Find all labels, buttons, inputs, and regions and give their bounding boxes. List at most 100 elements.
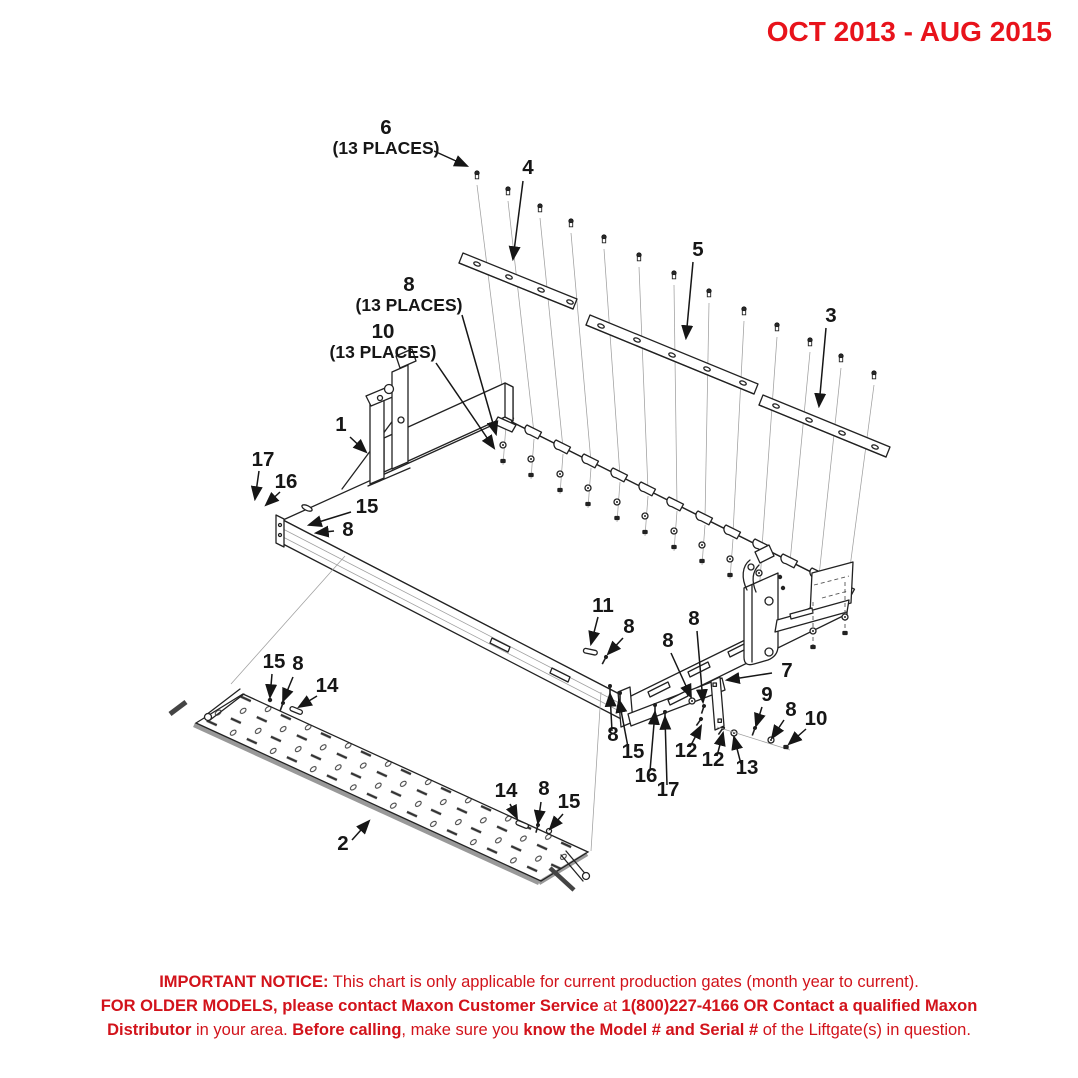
front-hardware xyxy=(582,647,791,751)
notice-line-3-text-2: , make sure you xyxy=(401,1021,524,1039)
callout-4: 4 xyxy=(508,156,534,262)
callout-11: 11 xyxy=(588,594,614,647)
svg-text:15: 15 xyxy=(356,495,379,518)
svg-text:4: 4 xyxy=(522,156,534,179)
screw-leader-lines xyxy=(476,184,875,591)
callout-17b: 17 xyxy=(657,714,680,801)
callout-12a: 12 xyxy=(675,724,703,762)
callout-13: 13 xyxy=(731,734,759,779)
svg-text:1: 1 xyxy=(335,413,346,436)
callout-8a: 8 xyxy=(313,518,354,541)
notice-line-2: FOR OLDER MODELS, please contact Maxon C… xyxy=(79,994,999,1018)
callout-16a: 16 xyxy=(264,470,298,507)
svg-text:14: 14 xyxy=(316,674,339,697)
svg-text:8: 8 xyxy=(785,698,796,721)
svg-text:9: 9 xyxy=(761,683,772,706)
callout-8g: 8 xyxy=(282,652,304,704)
callout-1: 1 xyxy=(335,413,368,454)
edge-fastener-stacks xyxy=(499,424,786,594)
svg-text:14: 14 xyxy=(495,779,518,802)
plate-connection-leaders xyxy=(230,555,602,852)
svg-text:16: 16 xyxy=(275,470,298,493)
mounting-strip-4 xyxy=(458,252,578,310)
notice-line-1-text: This chart is only applicable for curren… xyxy=(328,973,919,991)
notice-line-1: IMPORTANT NOTICE: This chart is only app… xyxy=(79,970,999,994)
svg-text:2: 2 xyxy=(337,832,348,855)
mounting-strip-5 xyxy=(585,314,759,395)
callout-8b: 8 xyxy=(606,615,635,656)
callout-15d: 15 xyxy=(548,790,581,831)
date-range-text: OCT 2013 - AUG 2015 xyxy=(766,16,1052,47)
notice-line-2-text-1: at xyxy=(598,997,622,1015)
callout-14a: 14 xyxy=(297,674,339,709)
svg-text:8: 8 xyxy=(688,607,699,630)
left-bracket-item-1 xyxy=(341,348,417,490)
callout-15b: 15 xyxy=(615,697,645,763)
svg-text:10: 10 xyxy=(805,707,828,730)
callout-2: 2 xyxy=(337,819,371,855)
callout-14b: 14 xyxy=(495,779,519,821)
svg-text:8: 8 xyxy=(292,652,303,675)
callout-10b: 10 xyxy=(787,707,828,746)
plate-hardware xyxy=(267,697,553,835)
callout-8f: 8 xyxy=(604,691,619,746)
callout-12b: 12 xyxy=(702,730,726,771)
callout-17a: 17 xyxy=(250,448,275,502)
callout-16b: 16 xyxy=(635,709,660,787)
tread-plate-item-2 xyxy=(168,688,591,892)
callout-6: 6(13 PLACES) xyxy=(333,116,470,167)
callout-9: 9 xyxy=(754,683,773,729)
notice-line-3-bold-1: Distributor xyxy=(107,1021,192,1039)
important-notice: IMPORTANT NOTICE: This chart is only app… xyxy=(79,970,999,1042)
svg-text:8: 8 xyxy=(662,629,673,652)
notice-line-3: Distributor in your area. Before calling… xyxy=(79,1018,999,1042)
callout-15c: 15 xyxy=(263,650,286,700)
callout-3: 3 xyxy=(814,304,837,409)
callout-8c: 8 xyxy=(662,629,692,700)
svg-text:15: 15 xyxy=(263,650,286,673)
svg-text:15: 15 xyxy=(558,790,581,813)
callout-8e: 8 xyxy=(770,698,797,740)
svg-text:13: 13 xyxy=(736,756,759,779)
mounting-strip-3 xyxy=(758,394,891,458)
svg-text:16: 16 xyxy=(635,764,658,787)
svg-text:11: 11 xyxy=(592,594,614,617)
svg-text:7: 7 xyxy=(781,659,792,682)
notice-line-2-bold-2: 1(800)227-4166 OR Contact a qualified Ma… xyxy=(621,997,978,1015)
callout-8-13places: 8(13 PLACES) xyxy=(356,273,499,437)
svg-text:17: 17 xyxy=(252,448,275,471)
notice-line-3-text-1: in your area. xyxy=(191,1021,293,1039)
notice-line-3-bold-2: Before calling xyxy=(292,1021,402,1039)
svg-text:(13 PLACES): (13 PLACES) xyxy=(330,342,437,362)
svg-text:10: 10 xyxy=(372,320,395,343)
callouts: 6(13 PLACES) 4 5 3 8(13 PLACES) 10(13 PL… xyxy=(250,116,837,855)
callout-15a: 15 xyxy=(306,495,379,527)
screws-item-6 xyxy=(474,170,877,380)
svg-text:5: 5 xyxy=(692,238,703,261)
notice-line-3-bold-3: know the Model # and Serial # xyxy=(523,1021,759,1039)
callout-8h: 8 xyxy=(533,777,550,826)
notice-line-1-bold: IMPORTANT NOTICE: xyxy=(159,973,329,991)
svg-text:6: 6 xyxy=(380,116,391,139)
right-extension xyxy=(774,561,854,650)
svg-text:12: 12 xyxy=(702,748,725,771)
svg-text:8: 8 xyxy=(538,777,549,800)
svg-text:17: 17 xyxy=(657,778,680,801)
svg-text:(13 PLACES): (13 PLACES) xyxy=(333,138,440,158)
rear-wall-left xyxy=(383,382,517,473)
callout-8d: 8 xyxy=(688,607,708,705)
notice-line-2-bold-1: FOR OLDER MODELS, please contact Maxon C… xyxy=(100,997,599,1015)
svg-text:8: 8 xyxy=(342,518,353,541)
svg-text:15: 15 xyxy=(622,740,645,763)
svg-text:8: 8 xyxy=(623,615,634,638)
callout-10-13places: 10(13 PLACES) xyxy=(330,320,496,450)
svg-text:8: 8 xyxy=(403,273,414,296)
date-range-header: OCT 2013 - AUG 2015 xyxy=(767,16,1052,48)
callout-5: 5 xyxy=(681,238,704,341)
callout-7: 7 xyxy=(724,659,793,684)
svg-text:(13 PLACES): (13 PLACES) xyxy=(356,295,463,315)
right-bracket xyxy=(742,544,779,666)
svg-text:12: 12 xyxy=(675,739,698,762)
svg-text:8: 8 xyxy=(607,723,618,746)
